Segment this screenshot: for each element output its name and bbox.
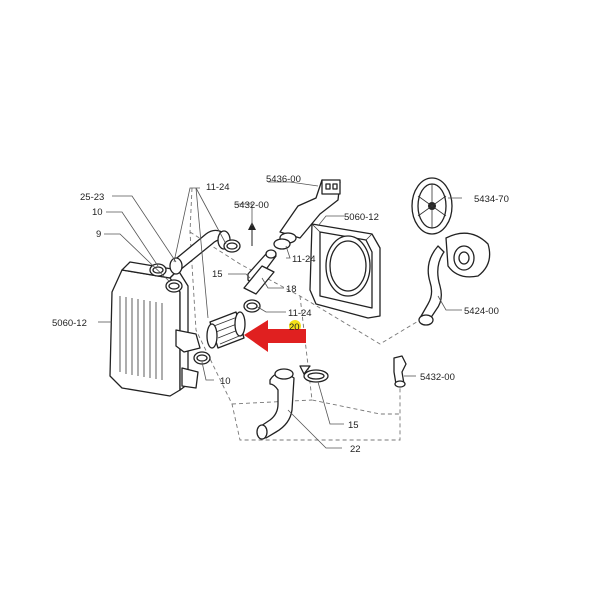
label-10-top: 10 [92,207,103,218]
assembly-dashed-outline [189,187,421,441]
label-11-24-low: 11-24 [288,308,312,319]
hose-18 [243,265,275,295]
hose-5424-00 [418,245,445,326]
clamp-10-bottom [193,351,211,365]
elbow-hose-22 [256,368,295,440]
bellows-hose-20 [206,311,246,349]
label-5060-12-right: 5060-12 [344,212,379,223]
leader-lines [98,181,462,449]
label-25-23: 25-23 [80,192,104,203]
clamp-11-24-top [223,239,241,253]
intercooler-5060-12 [109,261,201,397]
label-5060-12-left: 5060-12 [52,318,87,329]
label-20: 20 [289,322,300,333]
label-5424-00: 5424-00 [464,306,499,317]
label-18: 18 [286,284,297,295]
label-5434-70: 5434-70 [474,194,509,205]
label-10-bottom: 10 [220,376,231,387]
label-11-24-mid: 11-24 [292,254,316,265]
clamp-15-bottom [299,365,329,383]
label-15-top: 15 [212,269,223,280]
filter-housing-5060-12 [309,223,381,319]
label-5436-00: 5436-00 [266,174,301,185]
clamp-9 [165,279,183,293]
label-9: 9 [96,229,101,240]
label-22: 22 [350,444,361,455]
clamp-11-24-low [243,299,261,313]
label-11-24-top: 11-24 [206,182,230,193]
label-15-bottom: 15 [348,420,359,431]
elbow-5432-00-right [393,355,407,388]
pulley-5434-70 [411,177,491,278]
label-5432-00-top: 5432-00 [234,200,269,211]
highlight-arrow [244,320,306,352]
clamp-11-24-mid [273,238,291,250]
label-5432-00-right: 5432-00 [420,372,455,383]
